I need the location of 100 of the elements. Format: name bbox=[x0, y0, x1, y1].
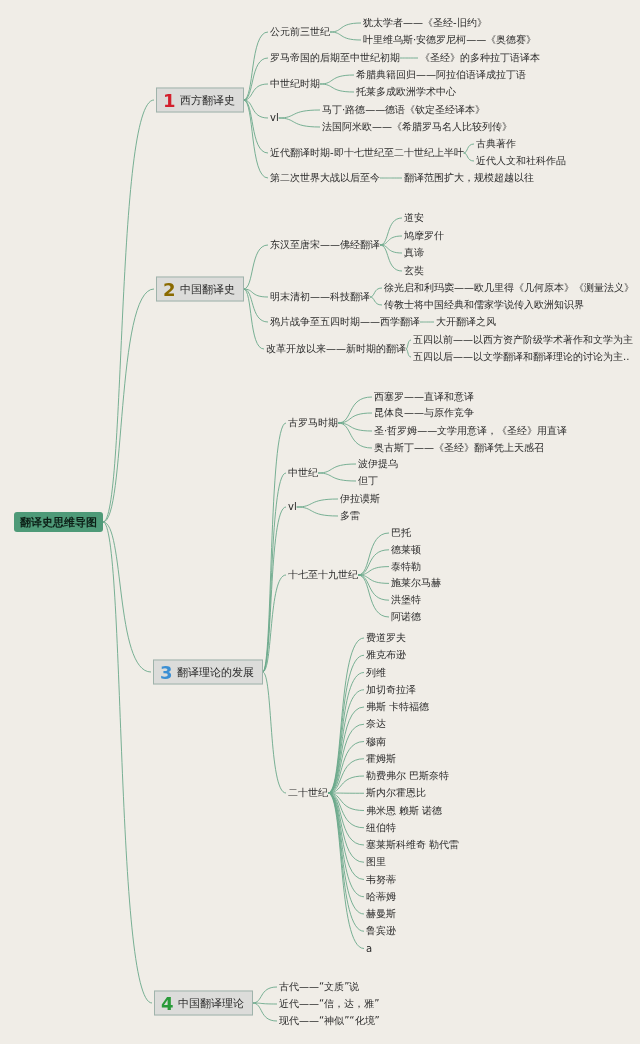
topic-label: 明末清初——科技翻译 bbox=[270, 291, 370, 303]
topic-label: 中世纪时期 bbox=[270, 78, 320, 90]
connector-line bbox=[296, 506, 339, 517]
topic-label: 犹太学者——《圣经-旧约》 bbox=[363, 17, 487, 29]
topic-label: 翻译范围扩大，规模超越以往 bbox=[404, 172, 534, 184]
connector-line bbox=[379, 235, 403, 246]
topic-label: vl bbox=[288, 501, 297, 513]
connector-line bbox=[102, 521, 153, 1004]
topic-label: 昆体良——与原作竞争 bbox=[374, 407, 474, 419]
connector-line bbox=[405, 339, 412, 350]
topic-label: 加切奇拉泽 bbox=[366, 683, 416, 696]
topic-label: 哈蒂姆 bbox=[366, 890, 396, 903]
connector-line bbox=[329, 22, 362, 33]
connector-line bbox=[463, 152, 475, 162]
connector-line bbox=[102, 288, 155, 523]
topic-label: 西塞罗——直译和意译 bbox=[374, 391, 474, 403]
topic-label: 古罗马时期 bbox=[288, 417, 338, 429]
branch-number: 1 bbox=[163, 91, 176, 109]
topic-label: 纽伯特 bbox=[366, 821, 396, 834]
connector-line bbox=[243, 83, 269, 101]
topic-label: 洪堡特 bbox=[391, 594, 421, 607]
connector-line bbox=[357, 566, 390, 576]
connector-line bbox=[252, 1002, 278, 1022]
connector-line bbox=[379, 217, 403, 246]
topic-label: 大开翻译之风 bbox=[436, 316, 496, 328]
topic-label: 马丁·路德——德语《钦定圣经译本》 bbox=[322, 104, 486, 116]
connector-line bbox=[102, 521, 152, 673]
connector-line bbox=[357, 574, 390, 601]
topic-label: 五四以后——以文学翻译和翻译理论的讨论为主.. bbox=[413, 351, 630, 363]
topic-label: 道安 bbox=[404, 212, 424, 224]
connector-line bbox=[317, 472, 357, 482]
connector-line bbox=[243, 244, 269, 290]
topic-label: 霍姆斯 bbox=[366, 752, 396, 765]
branch-number: 3 bbox=[160, 663, 173, 681]
topic-label: 二十世纪 bbox=[288, 787, 328, 799]
topic-label: 赫曼斯 bbox=[366, 908, 396, 920]
connector-line bbox=[357, 574, 390, 618]
topic-label: 泰特勒 bbox=[391, 560, 421, 573]
connector-line bbox=[243, 288, 269, 323]
topic-label: 古代——“文质”说 bbox=[279, 981, 360, 993]
topic-label: 图里 bbox=[366, 856, 386, 869]
topic-label: 德莱顿 bbox=[391, 543, 421, 556]
topic-label: 奥古斯丁——《圣经》翻译凭上天感召 bbox=[374, 442, 544, 454]
connector-line bbox=[337, 422, 373, 449]
branch-box bbox=[156, 87, 244, 113]
topic-label: 雅克布逊 bbox=[366, 649, 406, 662]
topic-label: 韦努蒂 bbox=[366, 873, 396, 886]
topic-label: 弗米恩 赖斯 诺德 bbox=[366, 804, 443, 817]
topic-label: 波伊提乌 bbox=[358, 458, 398, 470]
topic-label: 法国阿米欧——《希腊罗马名人比较列传》 bbox=[322, 121, 512, 133]
connector-line bbox=[243, 288, 265, 350]
topic-label: 现代——“神似”“化境” bbox=[279, 1015, 380, 1027]
topic-label: 塞莱斯科维奇 勒代雷 bbox=[366, 839, 460, 851]
topic-label: 传教士将中国经典和儒家学说传入欧洲知识界 bbox=[384, 299, 584, 311]
topic-label: 五四以前——以西方资产阶级学术著作和文学为主 bbox=[413, 334, 633, 346]
topic-label: 古典著作 bbox=[476, 138, 516, 150]
connector-line bbox=[329, 31, 362, 41]
root-box: 翻译史思维导图 bbox=[14, 512, 103, 532]
topic-label: 伊拉谟斯 bbox=[340, 493, 380, 505]
connector-line bbox=[419, 321, 435, 323]
topic-label: 奈达 bbox=[366, 718, 386, 731]
topic-label: 改革开放以来——新时期的翻译 bbox=[266, 343, 406, 355]
connector-line bbox=[243, 57, 269, 101]
topic-label: 弗斯 卡特福德 bbox=[366, 701, 430, 713]
topic-label: 《圣经》的多种拉丁语译本 bbox=[420, 52, 540, 64]
connector-line bbox=[262, 506, 287, 673]
topic-label: 玄奘 bbox=[404, 265, 424, 277]
topic-label: 中世纪 bbox=[288, 467, 318, 479]
connector-line bbox=[327, 723, 365, 794]
branch-box bbox=[156, 276, 244, 302]
connector-line bbox=[337, 422, 373, 432]
topic-label: 勒费弗尔 巴斯奈特 bbox=[366, 770, 450, 782]
topic-label: vl bbox=[270, 112, 279, 124]
topic-label: 近代翻译时期-即十七世纪至二十世纪上半叶 bbox=[270, 147, 464, 159]
topic-label: 十七至十九世纪 bbox=[288, 569, 358, 581]
topic-label: 罗马帝国的后期至中世纪初期 bbox=[270, 52, 400, 64]
topic-label: 第二次世界大战以后至今 bbox=[270, 172, 380, 184]
topic-label: 但丁 bbox=[358, 475, 378, 487]
branch-title: 中国翻译史 bbox=[179, 283, 235, 295]
branch-number: 4 bbox=[161, 994, 174, 1012]
connector-line bbox=[319, 83, 355, 93]
topic-label: 鲁宾逊 bbox=[366, 925, 396, 938]
connector-line bbox=[102, 99, 155, 523]
topic-label: 费道罗夫 bbox=[366, 632, 406, 644]
topic-label: 叶里维乌斯·安德罗尼柯——《奥德赛》 bbox=[363, 34, 537, 46]
branch-title: 西方翻译史 bbox=[179, 94, 235, 106]
topic-label: 徐光启和利玛窦——欧几里得《几何原本》《测量法义》 bbox=[384, 282, 634, 294]
topic-label: 列维 bbox=[366, 666, 386, 679]
connector-line bbox=[262, 671, 287, 794]
topic-label: a bbox=[366, 942, 373, 955]
topic-label: 东汉至唐宋——佛经翻译 bbox=[270, 239, 380, 251]
topic-label: 多雷 bbox=[340, 510, 360, 522]
connector-line bbox=[399, 57, 419, 59]
topic-label: 希腊典籍回归——阿拉伯语译成拉丁语 bbox=[356, 69, 526, 81]
branch-title: 中国翻译理论 bbox=[177, 997, 244, 1009]
topic-label: 施莱尔马赫 bbox=[391, 577, 441, 590]
connector-line bbox=[379, 177, 403, 179]
topic-label: 圣·哲罗姆——文学用意译，《圣经》用直译 bbox=[374, 425, 568, 437]
topic-label: 斯内尔霍恩比 bbox=[366, 787, 426, 800]
branch-number: 2 bbox=[163, 280, 176, 298]
